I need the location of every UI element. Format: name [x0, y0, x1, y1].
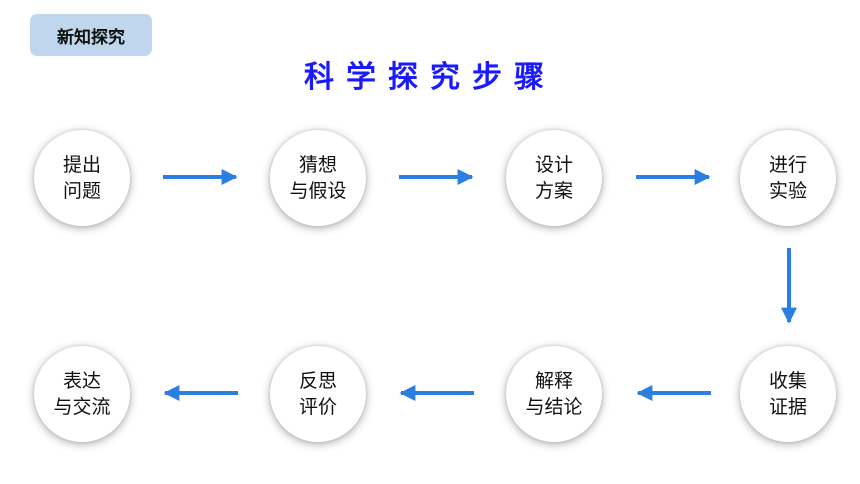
- step-label-line2: 问题: [62, 180, 101, 202]
- step-label-line1: 猜想: [298, 154, 337, 176]
- step-label-line1: 反思: [298, 370, 337, 392]
- step-reflect-evaluate: 反思 评价: [270, 346, 366, 442]
- step-label-line2: 实验: [768, 180, 807, 202]
- step-label-line1: 收集: [768, 370, 807, 392]
- step-label-line2: 与结论: [525, 396, 583, 418]
- step-experiment: 进行 实验: [740, 130, 836, 226]
- step-hypothesis: 猜想 与假设: [270, 130, 366, 226]
- step-conclusion: 解释 与结论: [506, 346, 602, 442]
- step-design-plan: 设计 方案: [506, 130, 602, 226]
- step-label-line2: 评价: [298, 396, 337, 418]
- section-badge: 新知探究: [30, 14, 152, 56]
- step-label-line2: 证据: [768, 396, 807, 418]
- step-label-line2: 方案: [534, 180, 573, 202]
- step-raise-question: 提出 问题: [34, 130, 130, 226]
- step-label-line1: 提出: [62, 154, 101, 176]
- step-label-line1: 表达: [62, 370, 101, 392]
- step-label-line1: 解释: [534, 370, 573, 392]
- step-label-line1: 设计: [534, 154, 573, 176]
- step-label-line2: 与假设: [289, 180, 347, 202]
- step-label-line2: 与交流: [53, 396, 111, 418]
- step-express-communicate: 表达 与交流: [34, 346, 130, 442]
- step-label-line1: 进行: [768, 154, 807, 176]
- step-collect-evidence: 收集 证据: [740, 346, 836, 442]
- page-title: 科学探究步骤: [304, 60, 556, 95]
